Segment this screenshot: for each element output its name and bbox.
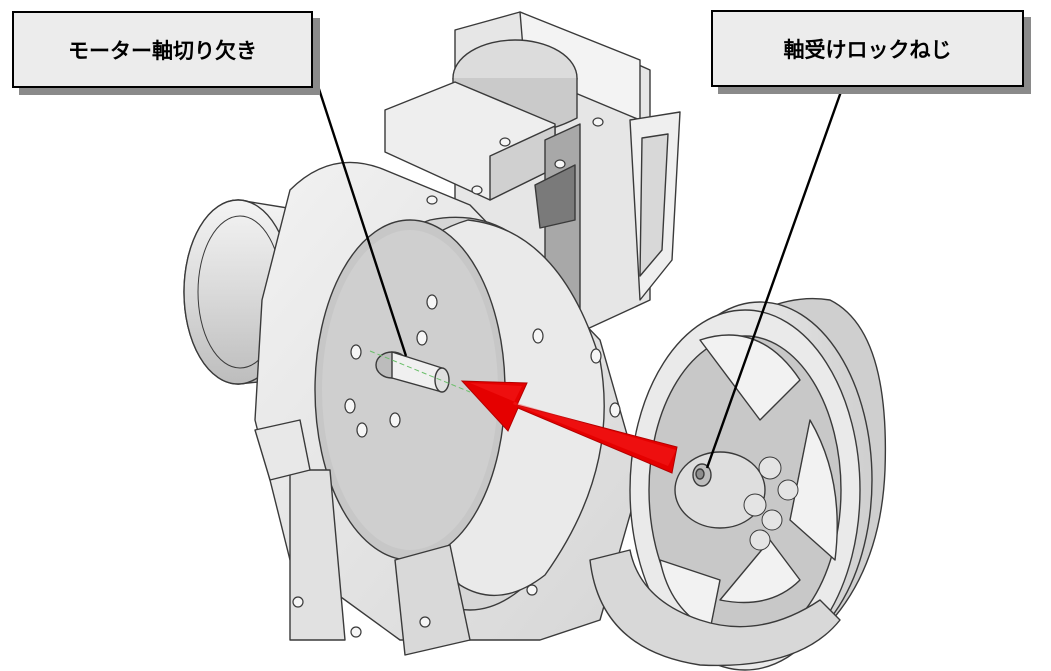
callout-label-left: モーター軸切り欠き <box>68 38 257 63</box>
assembly-direction-arrow <box>460 380 678 474</box>
set-screw-hole <box>692 463 712 487</box>
callout-bearing-lock-screw: 軸受けロックねじ <box>711 10 1024 87</box>
flange-holes <box>292 117 621 638</box>
leader-line-right <box>705 85 845 469</box>
wheel-hub-holes <box>743 456 799 551</box>
callout-label-right: 軸受けロックねじ <box>783 37 952 62</box>
coupling-wheel <box>589 297 887 671</box>
motor-shaft <box>369 350 471 393</box>
motor-housing <box>183 11 681 656</box>
callout-motor-shaft-cut: モーター軸切り欠き <box>12 11 313 88</box>
leader-line-left <box>316 85 408 357</box>
flange-plate <box>254 161 641 656</box>
